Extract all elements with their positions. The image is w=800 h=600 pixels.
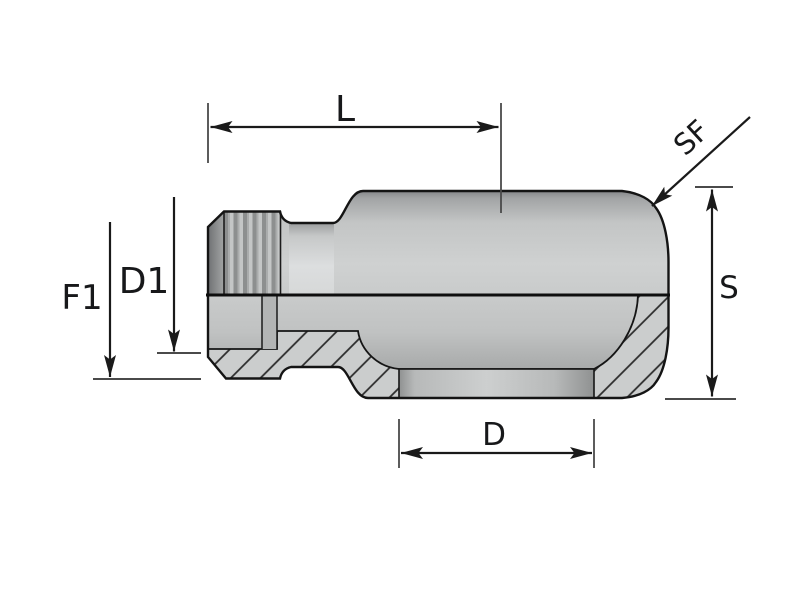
dimension-SF: SF [651,113,751,207]
cone-seat-step [262,295,277,349]
dimension-L: L [207,89,502,213]
dimension-D1: D1 [119,197,201,354]
thread-section [224,211,281,295]
l-label: L [335,89,355,130]
sf-leader-line [651,116,751,207]
neck-surface [289,222,334,295]
bottom-port-bore [398,368,595,399]
d-label: D [482,417,506,453]
d1-label: D1 [119,261,170,302]
s-label: S [719,270,739,306]
dimension-D: D [398,417,595,468]
f1-label: F1 [61,278,102,318]
thread-end-chamfer [208,211,224,295]
exterior-view-top-half [206,189,670,295]
dimension-F1: F1 [61,222,201,380]
dimension-S: S [665,186,739,400]
section-view-bottom-half [206,294,670,400]
